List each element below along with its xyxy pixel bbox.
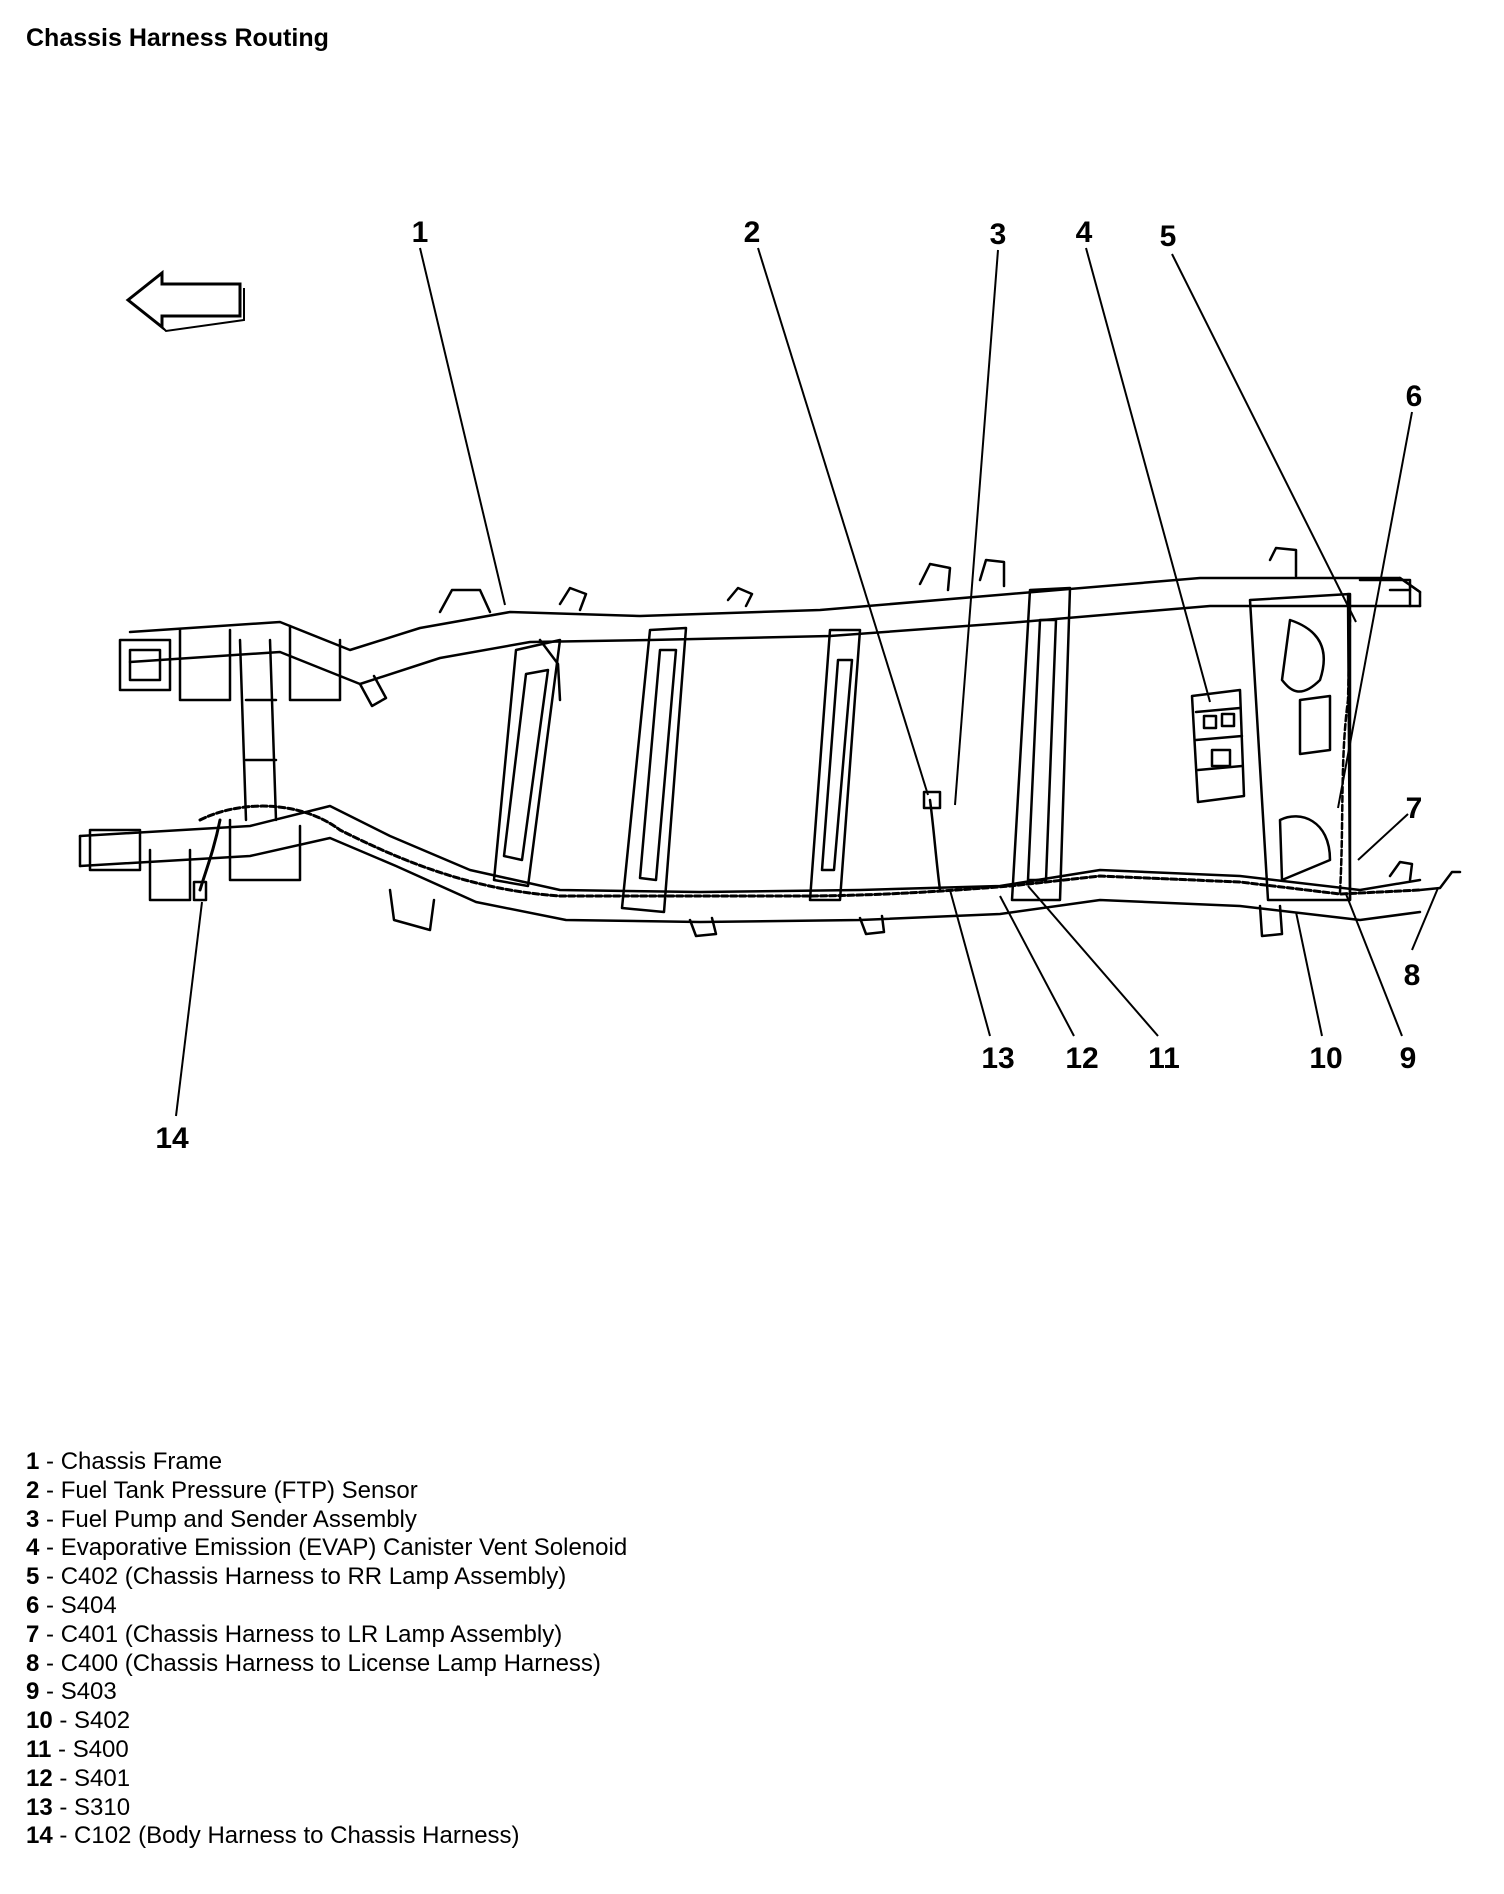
callout-label-6: 6 [1406, 380, 1423, 413]
legend-item: 7 - C401 (Chassis Harness to LR Lamp Ass… [26, 1620, 563, 1648]
leader-line-1 [419, 247, 506, 606]
callout-label-2: 2 [744, 216, 761, 249]
callout-label-3: 3 [990, 218, 1007, 251]
callout-label-4: 4 [1076, 216, 1093, 249]
callout-label-8: 8 [1404, 959, 1421, 992]
leader-line-5 [1171, 253, 1357, 623]
legend-item: 4 - Evaporative Emission (EVAP) Canister… [26, 1534, 628, 1562]
callout-numbers: 1 2 3 4 5 6 7 8 9 10 11 12 13 14 [155, 216, 1422, 1155]
leader-line-10 [1295, 911, 1323, 1037]
leader-line-8 [1411, 887, 1439, 951]
leader-line-7 [1357, 813, 1409, 861]
legend-item: 9 - S403 [26, 1678, 117, 1706]
callout-label-7: 7 [1406, 792, 1423, 825]
leader-line-12 [999, 895, 1075, 1037]
leader-line-4 [1085, 247, 1211, 703]
legend-item: 12 - S401 [26, 1764, 131, 1792]
leader-line-3 [954, 249, 999, 806]
legend-item: 2 - Fuel Tank Pressure (FTP) Sensor [26, 1476, 418, 1504]
leader-line-2 [757, 247, 929, 796]
leader-line-11 [1027, 885, 1159, 1037]
callout-label-12: 12 [1065, 1042, 1098, 1075]
legend-item: 11 - S400 [26, 1735, 129, 1763]
legend-item: 1 - Chassis Frame [26, 1448, 223, 1475]
legend-item: 8 - C400 (Chassis Harness to License Lam… [26, 1649, 601, 1677]
legend-item: 14 - C102 (Body Harness to Chassis Harne… [26, 1822, 520, 1850]
leader-line-9 [1345, 893, 1403, 1037]
callout-label-1: 1 [412, 216, 429, 249]
leader-line-13 [949, 889, 991, 1037]
callout-label-14: 14 [155, 1122, 189, 1155]
legend-item: 6 - S404 [26, 1591, 117, 1619]
page-title: Chassis Harness Routing [26, 24, 329, 52]
callout-label-5: 5 [1160, 220, 1177, 253]
left-arrow-icon [125, 269, 242, 331]
leader-lines [175, 247, 1439, 1117]
legend-item: 3 - Fuel Pump and Sender Assembly [26, 1505, 417, 1533]
callout-legend: 1 - Chassis Frame 2 - Fuel Tank Pressure… [26, 1448, 627, 1851]
callout-label-11: 11 [1148, 1042, 1180, 1075]
callout-label-10: 10 [1309, 1042, 1342, 1075]
leader-line-14 [175, 901, 203, 1117]
chassis-frame-drawing [78, 546, 1462, 938]
leader-line-6 [1337, 411, 1413, 809]
legend-item: 13 - S310 [26, 1793, 131, 1821]
legend-item: 5 - C402 (Chassis Harness to RR Lamp Ass… [26, 1563, 567, 1591]
legend-item: 10 - S402 [26, 1707, 131, 1735]
callout-label-13: 13 [981, 1042, 1014, 1075]
callout-label-9: 9 [1400, 1042, 1417, 1075]
